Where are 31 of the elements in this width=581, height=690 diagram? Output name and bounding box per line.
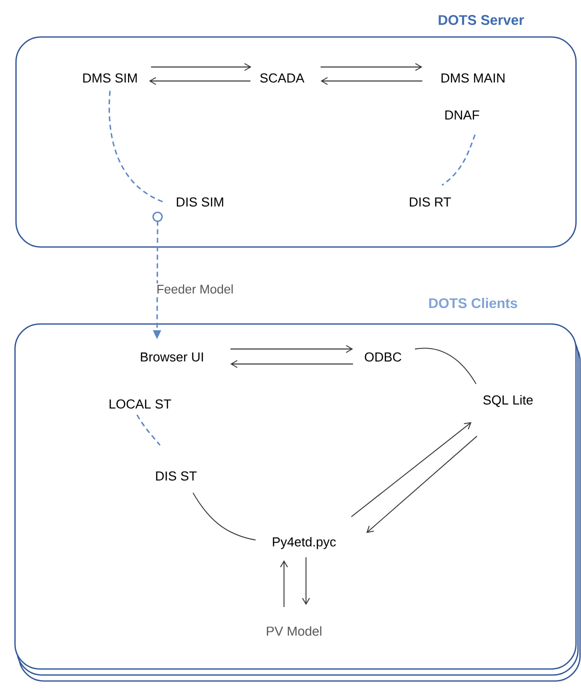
dashed-connector xyxy=(442,134,476,186)
arrow xyxy=(302,556,310,606)
edge-label: Feeder Model xyxy=(157,284,233,294)
connector-line xyxy=(192,492,256,540)
arrow xyxy=(350,422,472,518)
component-label: SCADA xyxy=(260,73,304,83)
dashed-connector xyxy=(108,90,164,203)
model-label: PV Model xyxy=(266,626,322,636)
node-label: DOTS Server xyxy=(438,15,524,25)
component-label: LOCAL ST xyxy=(110,399,172,409)
component-label: SQL Lite xyxy=(483,395,533,407)
arrow xyxy=(230,345,354,353)
dashed-connector xyxy=(136,414,161,446)
arrow xyxy=(366,436,478,533)
component-label: DMS SIM xyxy=(83,73,137,83)
arrow xyxy=(149,77,251,85)
connector-line xyxy=(414,348,476,384)
component-label: Browser UI xyxy=(140,352,203,362)
arrow xyxy=(320,77,423,85)
arrow xyxy=(320,63,422,71)
component-label: DIS RT xyxy=(410,197,451,207)
component-label: Py4etd.pyc xyxy=(272,536,336,550)
component-label: DMS MAIN xyxy=(442,73,504,83)
arrow xyxy=(280,560,288,608)
arrow xyxy=(230,360,354,368)
component-label: DIS ST xyxy=(156,471,197,481)
component-label: ODBC xyxy=(364,352,402,362)
node-label: DOTS Clients xyxy=(429,298,518,308)
component-label: DIS SIM xyxy=(176,197,224,207)
component-label: DNAF xyxy=(445,110,480,120)
arrow xyxy=(150,63,252,71)
